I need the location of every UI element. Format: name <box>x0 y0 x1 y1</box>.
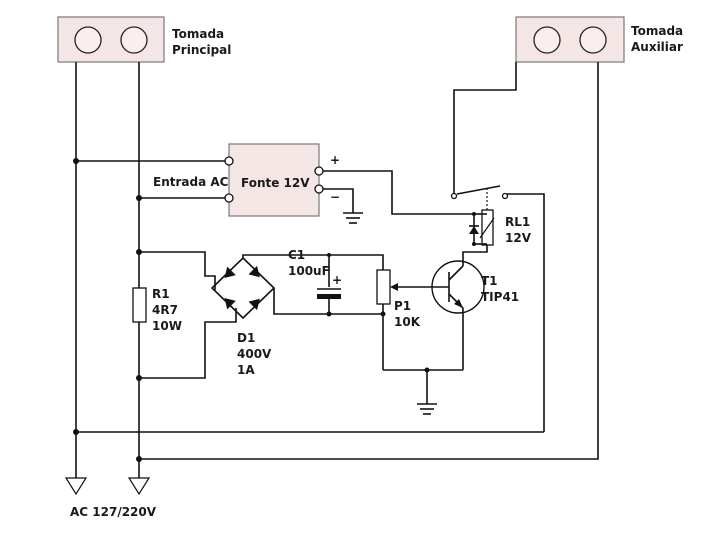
p1-value: 10K <box>394 315 421 329</box>
c1-value: 100uF <box>288 264 330 278</box>
r1-name: R1 <box>152 287 170 301</box>
p1-name: P1 <box>394 299 411 313</box>
t1-value: TIP41 <box>481 290 519 304</box>
fonte-plus-label: + <box>330 153 340 167</box>
resistor-r1 <box>132 249 237 381</box>
bridge-rectifier-d1 <box>210 253 383 320</box>
potentiometer-p1 <box>329 254 463 371</box>
relay-rl1 <box>450 62 545 432</box>
fonte-output-wires <box>323 170 474 224</box>
d1-voltage: 400V <box>237 347 272 361</box>
tomada-principal <box>57 16 165 63</box>
fonte-minus-label: − <box>330 190 340 204</box>
r1-value: 4R7 <box>152 303 178 317</box>
transistor-t1 <box>417 245 488 415</box>
d1-name: D1 <box>237 331 255 345</box>
ac-mains-wires <box>64 62 151 496</box>
r1-power: 10W <box>152 319 182 333</box>
entrada-ac-label: Entrada AC <box>153 175 229 189</box>
tomada-auxiliar-label-1: Tomada <box>631 24 683 38</box>
capacitor-c1 <box>317 288 341 317</box>
tomada-auxiliar <box>515 16 625 63</box>
tomada-principal-label-2: Principal <box>172 43 231 57</box>
rl1-name: RL1 <box>505 215 530 229</box>
d1-current: 1A <box>237 363 255 377</box>
t1-name: T1 <box>481 274 498 288</box>
aux-return-wires <box>73 62 599 462</box>
c1-plus: + <box>332 273 342 287</box>
tomada-auxiliar-label-2: Auxiliar <box>631 40 683 54</box>
c1-name: C1 <box>288 248 305 262</box>
ac-input-label: AC 127/220V <box>70 505 157 519</box>
fonte-label: Fonte 12V <box>241 176 310 190</box>
rl1-value: 12V <box>505 231 532 245</box>
tomada-principal-label-1: Tomada <box>172 27 224 41</box>
